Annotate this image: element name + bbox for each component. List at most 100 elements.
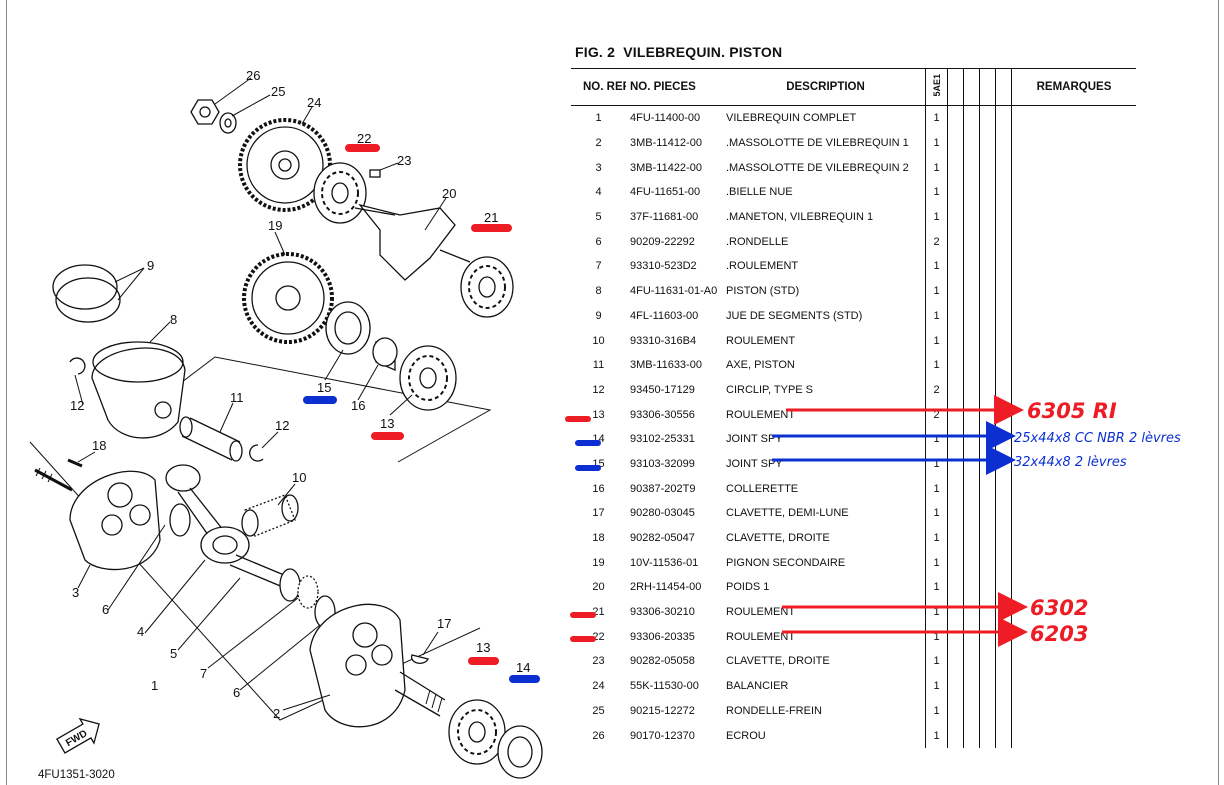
label-16: 16 — [351, 398, 365, 413]
seal-14-part — [497, 725, 543, 779]
row-remarks — [1012, 575, 1137, 600]
row-blank — [963, 698, 980, 724]
row-blank — [947, 575, 964, 600]
row-qty: 1 — [925, 155, 948, 181]
row-ref: 23 — [592, 655, 605, 668]
row-part-no: 37F-11681-00 — [630, 211, 699, 224]
row-blank — [947, 352, 964, 378]
row-description: ECROU — [726, 729, 766, 742]
row-part-no: 55K-11530-00 — [630, 680, 699, 693]
row-blank — [995, 550, 1012, 576]
row-blank — [963, 278, 980, 304]
piston-part — [91, 341, 186, 439]
row-blank — [979, 550, 996, 576]
row-remarks — [1012, 205, 1137, 230]
row-blank — [979, 180, 996, 205]
row-qty: 1 — [925, 105, 948, 131]
row-part-no: 90170-12370 — [630, 729, 695, 742]
row-blank — [963, 328, 980, 353]
row-blank — [947, 599, 964, 625]
row-blank — [995, 105, 1012, 131]
label-8: 8 — [170, 312, 177, 327]
row-ref: 6 — [595, 235, 602, 248]
row-description: .MANETON, VILEBREQUIN 1 — [726, 211, 874, 224]
bearing-13-lower-part — [448, 699, 506, 765]
row-blank — [995, 180, 1012, 205]
row-qty: 1 — [925, 624, 948, 650]
row-description: PIGNON SECONDAIRE — [726, 556, 846, 569]
row-blank — [979, 476, 996, 501]
row-ref: 22 — [592, 630, 605, 643]
row-blank — [979, 426, 996, 452]
row-qty: 1 — [925, 673, 948, 699]
crank-half-3-part — [34, 467, 161, 571]
row-remarks — [1012, 699, 1137, 724]
label-12a: 12 — [70, 398, 84, 413]
needle-bearing-10-part — [241, 494, 299, 537]
row-blank — [963, 229, 980, 255]
label-19: 19 — [268, 218, 282, 233]
key-23-part — [369, 169, 381, 178]
row-qty: 2 — [925, 377, 948, 403]
row-description: .ROULEMENT — [726, 260, 799, 273]
row-blank — [963, 180, 980, 205]
row-blank — [947, 723, 964, 748]
label-6b: 6 — [233, 685, 240, 700]
row-blank — [995, 525, 1012, 551]
row-blank — [979, 204, 996, 230]
row-blank — [995, 451, 1012, 477]
row-blank — [979, 377, 996, 403]
label-2: 2 — [273, 706, 280, 721]
row-remarks — [1012, 131, 1137, 156]
upper-assembly-frame — [177, 356, 492, 463]
header-ref: NO. REF. — [571, 68, 626, 106]
row-qty: 1 — [925, 525, 948, 551]
row-remarks — [1012, 427, 1137, 452]
row-qty: 1 — [925, 575, 948, 600]
row-blank — [947, 278, 964, 304]
row-part-no: 93306-20335 — [630, 630, 695, 643]
row-description: ROULEMENT — [726, 606, 796, 619]
row-blank — [963, 402, 980, 427]
row-blank — [979, 130, 996, 156]
row-ref: 21 — [592, 606, 605, 619]
label-6a: 6 — [102, 602, 109, 617]
row-part-no: 93450-17129 — [630, 383, 695, 396]
label-5: 5 — [170, 646, 177, 661]
row-blank — [995, 402, 1012, 427]
row-blank — [995, 278, 1012, 304]
row-blank — [995, 723, 1012, 748]
label-13a: 13 — [380, 416, 394, 431]
row-qty: 1 — [925, 254, 948, 279]
row-blank — [947, 254, 964, 279]
row-blank — [947, 402, 964, 427]
row-description: COLLERETTE — [726, 482, 799, 495]
drawing-code: 4FU1351-3020 — [38, 769, 115, 781]
conrod-part — [165, 464, 250, 564]
row-blank — [979, 303, 996, 329]
label-7: 7 — [200, 666, 207, 681]
row-blank — [963, 575, 980, 600]
row-remarks — [1012, 723, 1137, 748]
row-blank — [979, 254, 996, 279]
row-description: .MASSOLOTTE DE VILEBREQUIN 1 — [726, 137, 909, 150]
piston-pin-part — [179, 416, 243, 462]
row-blank — [963, 130, 980, 156]
row-blank — [947, 476, 964, 501]
circlip-lower-part — [249, 444, 264, 462]
row-ref: 10 — [592, 334, 605, 347]
secondary-gear-part — [242, 252, 334, 344]
header-blank-1 — [947, 68, 964, 106]
label-14: 14 — [516, 660, 530, 675]
row-qty: 2 — [925, 229, 948, 255]
washer-6-part — [169, 503, 191, 537]
row-blank — [995, 673, 1012, 699]
row-blank — [947, 698, 964, 724]
